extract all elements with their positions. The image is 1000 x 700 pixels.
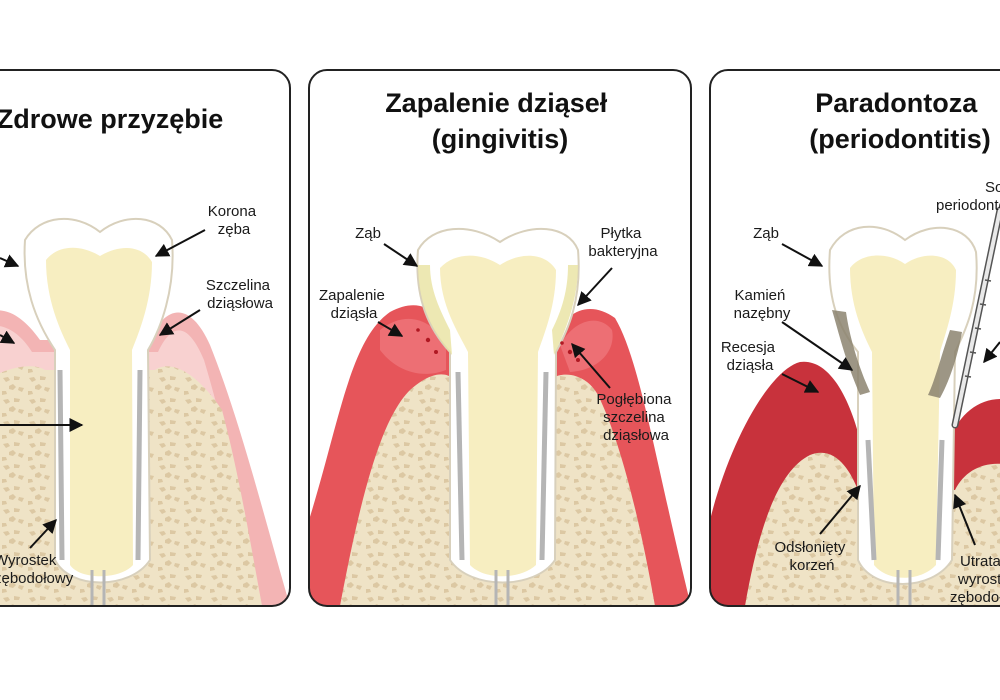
label-crown: Korona zęba	[208, 203, 261, 238]
arrow-tooth-3	[781, 243, 824, 267]
arrow-sulcus	[158, 309, 201, 336]
label-calculus: Kamień nazębny	[734, 287, 791, 322]
gingivitis-tooth	[416, 227, 580, 606]
title-healthy: Zdrowe przyzębie	[0, 104, 223, 134]
arrow-inflammation	[377, 321, 404, 337]
arrow-bone-loss	[953, 493, 976, 546]
title-periodontitis: Paradontoza (periodontitis)	[809, 88, 990, 154]
panel-gingivitis	[309, 70, 691, 606]
arrow-probe-tip	[983, 341, 1000, 364]
panel-healthy-border	[0, 69, 291, 607]
label-inflammation: Zapalenie dziąsła	[319, 287, 389, 322]
arrow-exposed-root	[819, 484, 861, 535]
arrow-left-gum	[0, 330, 16, 344]
label-tooth-2: Ząb	[355, 225, 381, 242]
arrow-deep-sulcus	[571, 342, 611, 389]
label-plaque: Płytka bakteryjna	[588, 225, 658, 260]
arrow-left-top	[0, 254, 20, 268]
panel-healthy	[0, 70, 290, 606]
plaque	[418, 265, 452, 355]
arrow-plaque	[577, 267, 613, 307]
arrow-tooth-2	[383, 243, 419, 267]
label-sulcus: Szczelina dziąsłowa	[206, 277, 274, 312]
label-deep-sulcus: Pogłębiona szczelina dziąsłowa	[596, 391, 675, 444]
arrow-recession	[781, 373, 820, 393]
label-exposed-root: Odsłonięty korzeń	[774, 539, 849, 574]
title-gingivitis: Zapalenie dziąseł (gingivitis)	[385, 88, 615, 154]
label-probe: Sonda periodontologiczna	[936, 179, 1000, 214]
panel-gingivitis-border	[308, 69, 692, 607]
periodontal-probe	[951, 206, 1000, 429]
arrow-alveolar	[29, 518, 57, 549]
panel-periodontitis-border	[709, 69, 1000, 607]
label-alveolar: Wyrostek zębodołowy	[0, 552, 74, 587]
healthy-tooth	[23, 217, 174, 606]
arrow-crown	[154, 229, 206, 257]
calculus	[832, 310, 870, 395]
panel-periodontitis	[710, 70, 1000, 606]
arrow-calculus	[781, 321, 854, 371]
periodontitis-tooth	[828, 225, 978, 606]
label-bone-loss: Utrata wyrostka zębodołowego	[950, 553, 1000, 606]
label-recession: Recesja dziąsła	[721, 339, 779, 374]
label-tooth-3: Ząb	[753, 225, 779, 242]
